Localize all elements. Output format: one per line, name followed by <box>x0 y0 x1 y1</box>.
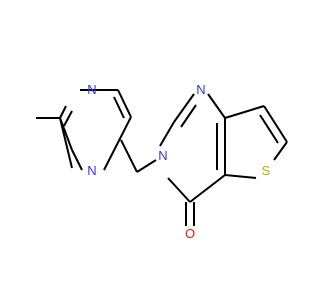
bond-c8-c7-inner <box>259 114 279 144</box>
bond-pyrazine-c2-c3-inner <box>113 96 125 119</box>
atom-n-pyrimidine-ring: N <box>158 148 167 163</box>
bond-pyrazine-c2-c3 <box>117 89 132 118</box>
bond-pyrazine-n4-c5-lower <box>59 117 73 151</box>
atom-oxygen: O <box>185 226 195 241</box>
bond-layer <box>36 89 288 226</box>
bond-pyrazine-c3-n4 <box>103 116 132 171</box>
atom-sulfur: S <box>262 163 271 178</box>
atom-n-pyrazine-bottom: N <box>87 163 96 178</box>
bond-pyrazine-c5-c6 <box>59 105 67 119</box>
atom-label-layer: N N N N S O <box>87 82 270 241</box>
bond-c4a-c4 <box>189 174 226 203</box>
bond-n3-c2 <box>159 121 175 147</box>
bond-n1-c8a <box>207 93 226 119</box>
bond-c4-n3 <box>167 177 191 203</box>
atom-n-pyrazine-top: N <box>87 82 96 97</box>
bond-c7-s <box>273 141 288 161</box>
bond-pyrazine-c5-c6-inner <box>63 110 73 127</box>
bond-s-c4a <box>224 174 257 179</box>
bond-c2-n1-inner <box>180 104 197 128</box>
bond-pyrazine-c5-c4 <box>71 149 83 171</box>
bond-c8-c7 <box>263 105 288 143</box>
bond-c8a-c8 <box>224 105 265 119</box>
atom-n-pyrimidine-top: N <box>196 82 205 97</box>
bond-ch2-pyrazine <box>120 139 138 173</box>
bond-pyrazine-n4-c5 <box>59 117 73 169</box>
bond-c2-n1 <box>173 93 195 123</box>
molecule-structure: N N N N S O <box>36 82 288 241</box>
bond-ch2-n3 <box>136 159 157 173</box>
